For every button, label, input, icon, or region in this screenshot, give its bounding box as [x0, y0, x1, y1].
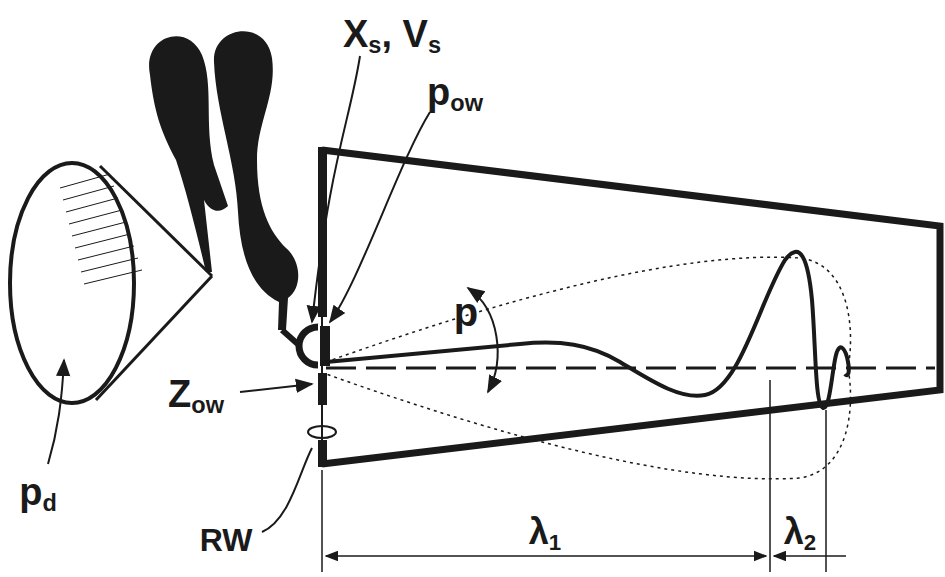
dimension-lines — [322, 380, 846, 572]
leader — [48, 360, 64, 464]
stapes — [299, 327, 318, 365]
leader — [262, 448, 312, 532]
label: pow — [427, 73, 483, 111]
label: λ2 — [784, 514, 816, 550]
label: pd — [19, 473, 57, 511]
hatch-line — [75, 234, 130, 248]
leader — [240, 384, 312, 392]
hatch-line — [69, 210, 122, 224]
round-window-loop — [308, 426, 336, 438]
label: Xs, Vs — [343, 15, 441, 53]
hatch-line — [72, 222, 126, 236]
label: p — [454, 292, 478, 332]
label: Zow — [168, 375, 224, 413]
stapes-neck — [282, 330, 300, 346]
hatch-line — [81, 258, 138, 272]
hatch-line — [60, 174, 110, 188]
label: RW — [200, 524, 253, 556]
hatch-line — [66, 198, 118, 212]
incus — [214, 31, 298, 330]
eardrum-cone — [10, 163, 212, 403]
hatch-line — [78, 246, 134, 260]
hatch-line — [84, 270, 142, 284]
label: λ1 — [529, 514, 561, 550]
hatch-line — [63, 186, 114, 200]
leader — [330, 112, 430, 322]
